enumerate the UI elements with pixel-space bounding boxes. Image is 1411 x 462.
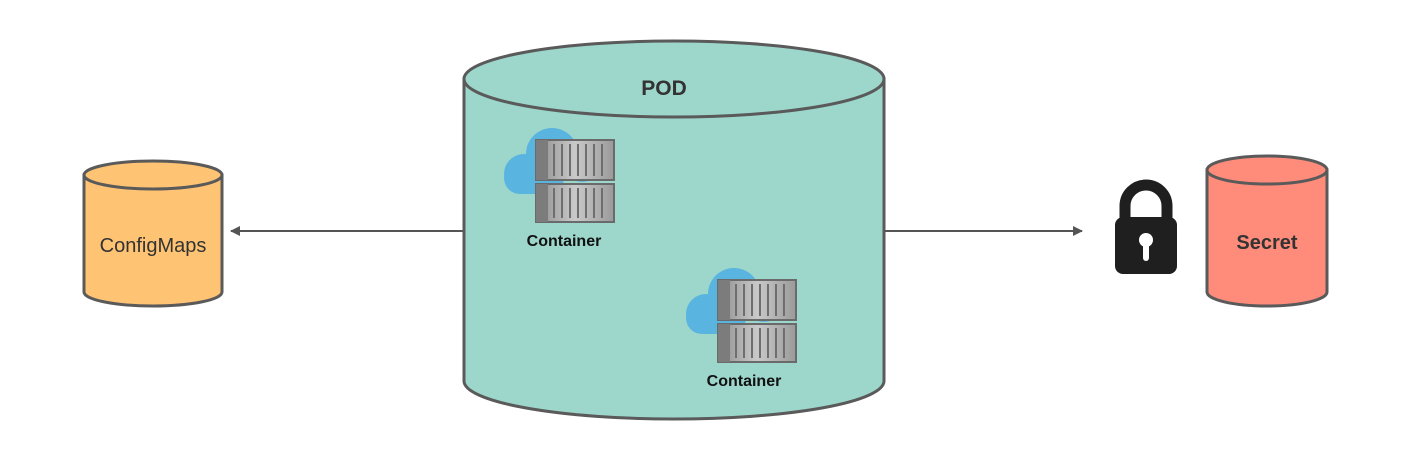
container-1-label: Container [527,233,602,250]
lock-icon [1115,179,1177,274]
pod-title: POD [641,77,687,100]
container-2-label: Container [707,373,782,390]
secret-cylinder: Secret [1205,154,1329,308]
pod-cylinder: POD [462,39,886,421]
configmaps-label: ConfigMaps [100,235,207,257]
configmaps-cylinder: ConfigMaps [82,159,224,308]
container-1: Container [503,127,615,250]
secret-label: Secret [1236,232,1297,254]
container-2: Container [685,267,797,390]
